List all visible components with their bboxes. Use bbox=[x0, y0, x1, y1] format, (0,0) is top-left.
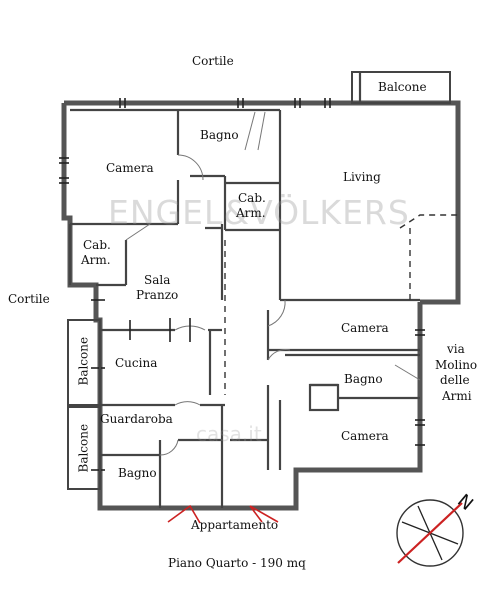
door-swings bbox=[125, 111, 421, 456]
window-marks bbox=[59, 98, 425, 471]
street-label-4: Armi bbox=[442, 389, 472, 403]
street-label-1: via bbox=[447, 342, 465, 356]
balcone-top-label: Balcone bbox=[378, 80, 427, 94]
appartamento-label: Appartamento bbox=[191, 518, 279, 532]
interior-walls bbox=[68, 71, 451, 508]
camera-right-bottom-label: Camera bbox=[341, 429, 389, 443]
cortile-top-label: Cortile bbox=[192, 54, 234, 68]
cab-arm-center-label-1: Cab. bbox=[238, 191, 266, 205]
cab-arm-left-label-1: Cab. bbox=[83, 238, 111, 252]
dashed-lines bbox=[224, 214, 458, 395]
camera-left-label: Camera bbox=[106, 161, 154, 175]
living-label: Living bbox=[343, 170, 381, 184]
entrance-arrows bbox=[167, 504, 279, 524]
bagno-right-label: Bagno bbox=[344, 372, 383, 386]
cab-arm-center-label-2: Arm. bbox=[236, 206, 266, 220]
cab-arm-left-label-2: Arm. bbox=[81, 253, 111, 267]
compass bbox=[396, 499, 464, 567]
street-label-2: Molino bbox=[435, 358, 478, 372]
sala-label-1: Sala bbox=[144, 273, 171, 287]
sala-label-2: Pranzo bbox=[136, 288, 179, 302]
watermark-brand: ENGEL&VÖLKERS bbox=[108, 193, 410, 232]
balcone-left-label-1: Balcone bbox=[76, 336, 91, 386]
bagno-top-label: Bagno bbox=[200, 128, 239, 142]
camera-right-top-label: Camera bbox=[341, 321, 389, 335]
balcone-left-label-2: Balcone bbox=[76, 423, 91, 473]
guardaroba-label: Guardaroba bbox=[100, 412, 173, 426]
watermark-site: casa.it bbox=[196, 422, 262, 446]
street-label-3: delle bbox=[440, 373, 470, 387]
cortile-left-label: Cortile bbox=[8, 292, 50, 306]
bagno-bottom-label: Bagno bbox=[118, 466, 157, 480]
left-balconies bbox=[67, 319, 101, 490]
footer-label: Piano Quarto - 190 mq bbox=[168, 556, 306, 570]
cucina-label: Cucina bbox=[115, 356, 158, 370]
